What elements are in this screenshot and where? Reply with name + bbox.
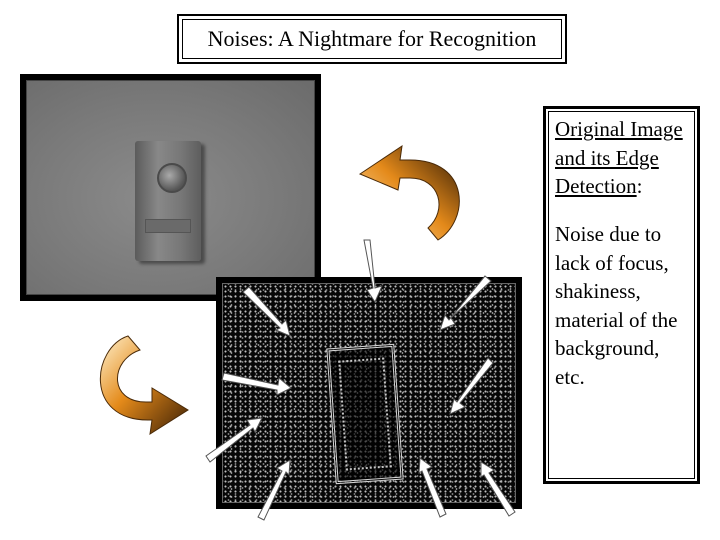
panel-heading-text: Original Image and its Edge Detection [555,117,683,198]
noise-arrow-icon [480,461,516,517]
switch-plate [135,141,201,261]
noise-arrow-icon [363,239,383,304]
original-photo [20,74,321,301]
noise-arrow-icon [221,372,292,396]
text-panel: Original Image and its Edge Detection: N… [543,106,700,484]
noise-arrow-icon [205,417,263,463]
panel-heading: Original Image and its Edge Detection: [555,115,691,201]
slide-title-box: Noises: A Nightmare for Recognition [177,14,567,64]
noise-arrow-icon [418,457,447,518]
panel-body: Noise due to lack of focus, shakiness, m… [555,222,678,389]
switch-label [145,219,191,233]
noise-arrow-icon [257,459,291,521]
noise-arrow-icon [439,275,492,331]
curved-arrow-right-icon [100,335,189,436]
photo-image [26,80,315,295]
slide-title: Noises: A Nightmare for Recognition [207,26,537,51]
noise-arrow-icon [242,286,291,337]
noise-arrow-icon [449,357,494,415]
curved-arrow-left-icon [358,144,460,241]
switch-dial [157,163,187,193]
panel-heading-colon: : [636,174,643,198]
